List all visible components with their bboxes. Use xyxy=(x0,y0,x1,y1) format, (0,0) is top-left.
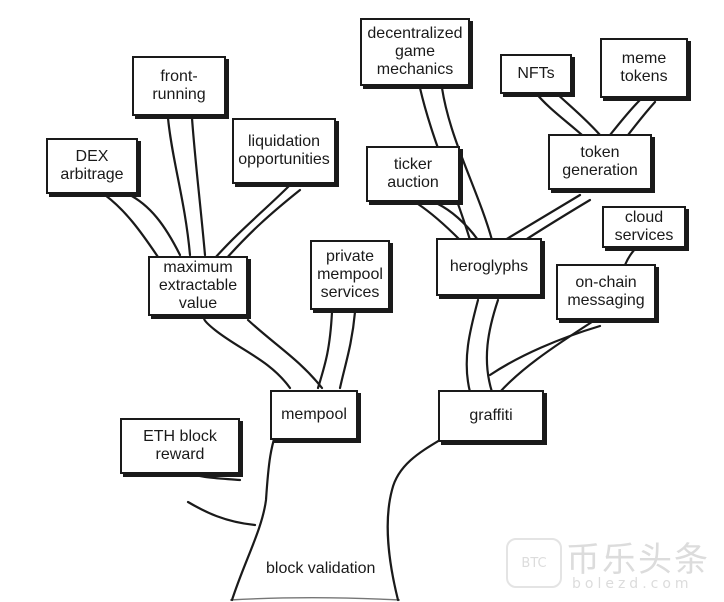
node-front-running: front- running xyxy=(132,56,226,116)
branch-mev-dex-inner xyxy=(126,192,182,257)
trunk-left-edge xyxy=(230,418,284,602)
branch-hero-ticker-inner xyxy=(436,202,480,242)
branch-token-nfts xyxy=(533,90,584,137)
branch-mev-liq-inner xyxy=(223,188,302,262)
branch-mempool-left xyxy=(203,316,292,390)
branch-mev-front-inner xyxy=(190,116,207,257)
node-token-generation: token generation xyxy=(548,134,652,190)
node-private-mempool-services: private mempool services xyxy=(310,240,390,310)
branch-token-meme-inner xyxy=(626,100,657,137)
node-on-chain-messaging: on-chain messaging xyxy=(556,264,656,320)
branch-mempool-left-inner xyxy=(246,318,324,390)
branch-hero-ticker xyxy=(416,202,462,242)
node-heroglyphs: heroglyphs xyxy=(436,238,542,296)
branch-hero-game-inner xyxy=(440,86,494,242)
watermark-logo-icon: BTC xyxy=(506,538,562,588)
watermark: BTC 币乐头条 bolezd.com xyxy=(506,530,718,596)
branch-graffiti-onchain-inner xyxy=(488,324,602,377)
node-meme-tokens: meme tokens xyxy=(600,38,688,98)
branch-hero-token xyxy=(503,193,582,242)
node-ticker-auction: ticker auction xyxy=(366,146,460,202)
node-eth-block-reward: ETH block reward xyxy=(120,418,240,474)
branch-mempool-right xyxy=(338,310,357,390)
node-dex-arbitrage: DEX arbitrage xyxy=(46,138,138,194)
node-cloud-services: cloud services xyxy=(602,206,686,248)
branch-mev-liq xyxy=(213,183,292,260)
watermark-chinese-text: 币乐头条 xyxy=(566,540,710,580)
node-maximum-extractable-value: maximum extractable value xyxy=(148,256,248,316)
trunk-right-edge xyxy=(386,438,442,602)
branch-token-meme xyxy=(608,98,642,137)
node-liquidation-opportunities: liquidation opportunities xyxy=(232,118,336,184)
root-label-block-validation: block validation xyxy=(266,560,376,577)
node-mempool: mempool xyxy=(270,390,358,440)
branch-graffiti-onchain xyxy=(498,318,597,394)
branch-graffiti-hero-inner xyxy=(485,298,500,394)
node-decentralized-game-mechanics: decentralized game mechanics xyxy=(360,18,470,86)
node-nfts: NFTs xyxy=(500,54,572,94)
branch-eth-lower xyxy=(186,500,257,527)
branch-mev-front xyxy=(166,116,192,257)
node-graffiti: graffiti xyxy=(438,390,544,442)
branch-token-nfts-inner xyxy=(553,90,602,137)
branch-mempool-right-inner xyxy=(316,310,334,390)
branch-onchain-cloud xyxy=(623,246,638,267)
branch-mev-dex xyxy=(103,193,162,262)
watermark-url: bolezd.com xyxy=(572,576,693,592)
branch-graffiti-hero xyxy=(465,298,480,394)
